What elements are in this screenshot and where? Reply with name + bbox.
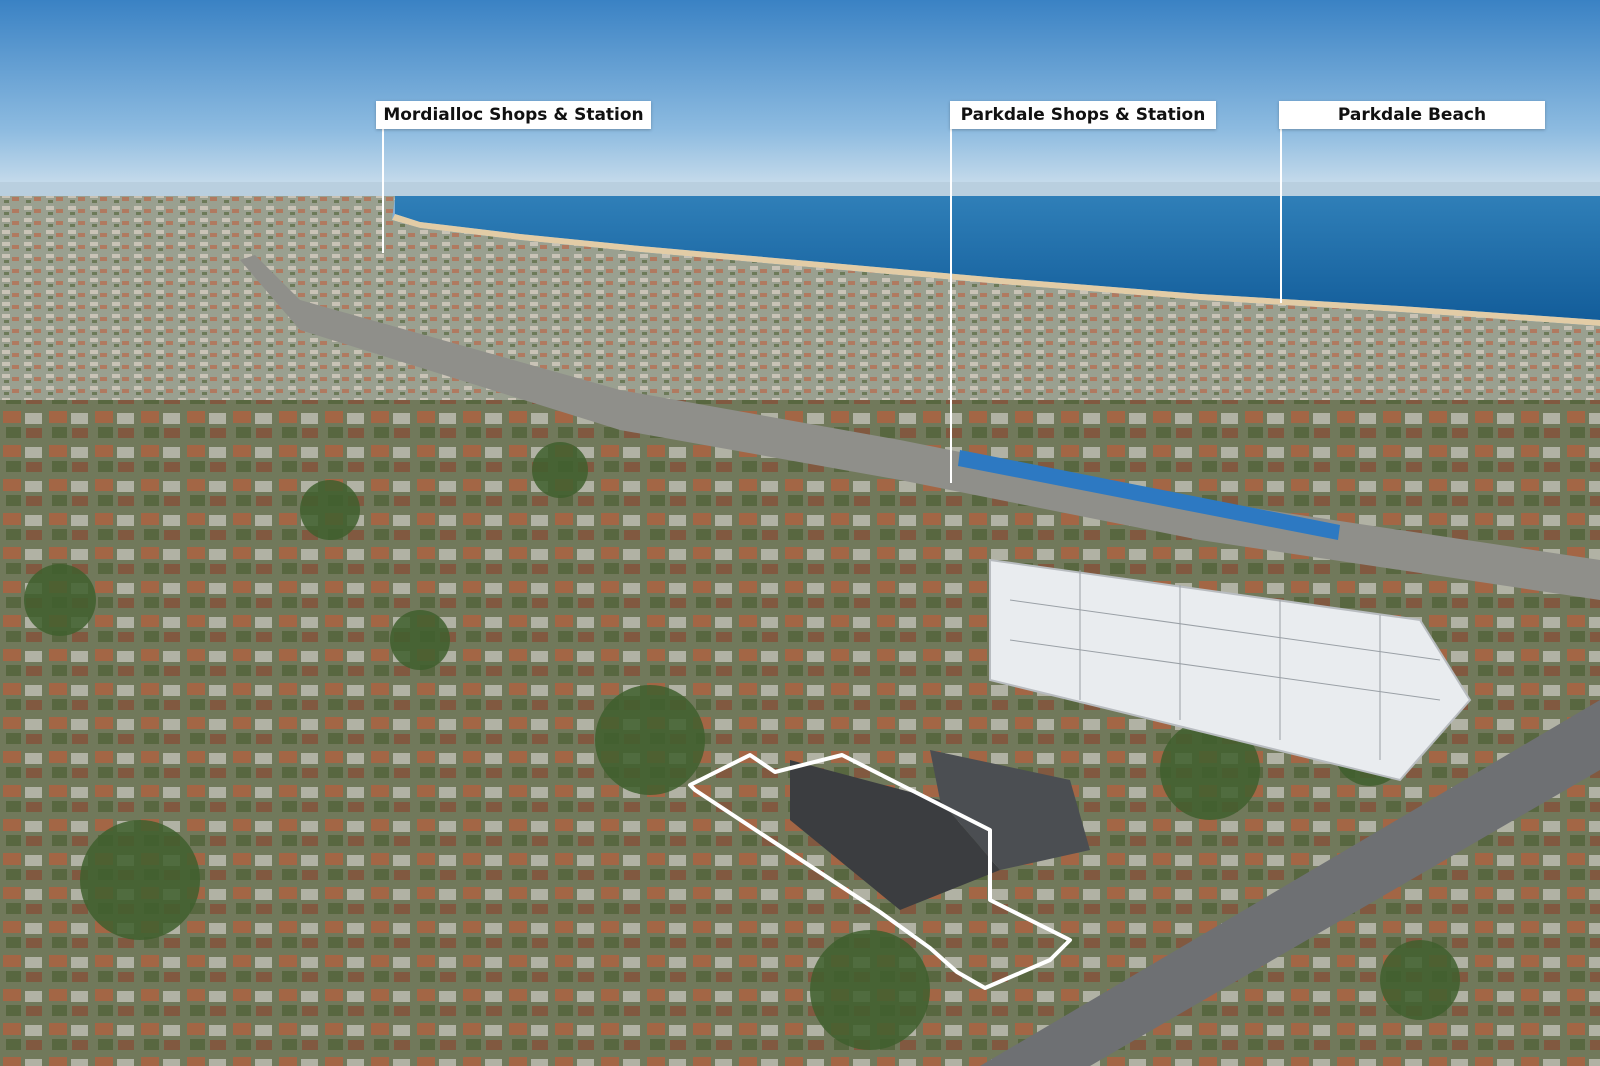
leader-line <box>1280 129 1282 303</box>
callout-label: Parkdale Shops & Station <box>950 101 1216 129</box>
train <box>958 450 1340 540</box>
leader-line <box>382 129 384 253</box>
property-boundary-outline <box>688 753 1072 990</box>
horizon-haze <box>0 182 1600 196</box>
leader-line <box>950 129 952 483</box>
distant-suburbs <box>0 196 1600 420</box>
callout-label: Parkdale Beach <box>1279 101 1545 129</box>
callout-label: Mordialloc Shops & Station <box>376 101 651 129</box>
construction-building <box>989 558 1472 782</box>
neighbour-roof <box>930 750 1090 870</box>
beach <box>392 214 1600 326</box>
sea <box>395 196 1600 320</box>
sky <box>0 0 1600 200</box>
street <box>980 700 1600 1066</box>
townhouse-roof <box>790 760 1000 910</box>
